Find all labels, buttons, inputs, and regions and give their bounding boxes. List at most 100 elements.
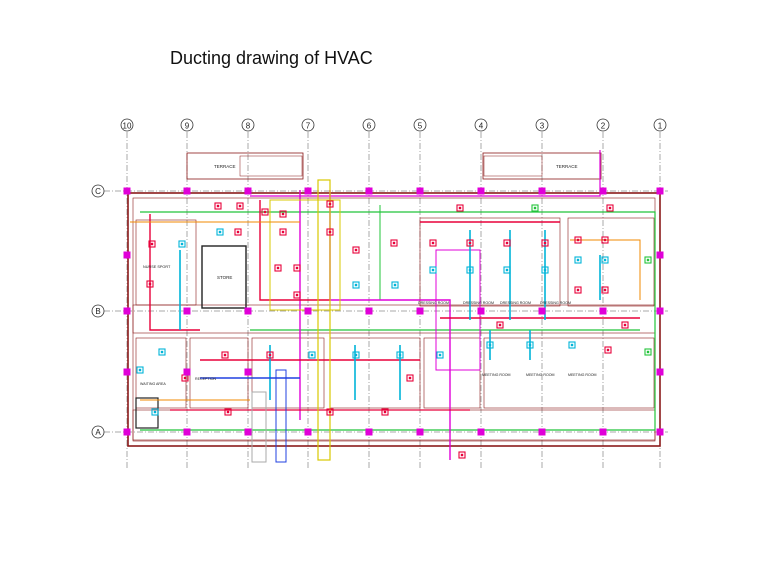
diffuser-grille [308,351,316,359]
diffuser-grille [326,200,334,208]
diffuser-core [328,410,332,414]
grid-column-label: 9 [185,122,190,131]
floor-plan [127,152,661,447]
diffuser-core [238,204,242,208]
column-marker [477,428,485,436]
diffuser-core [328,230,332,234]
diffuser-grille [279,228,287,236]
meeting-room-label-1: MEETING ROOM [482,373,511,377]
column-marker [656,187,664,195]
diffuser-core [460,453,464,457]
column-marker [477,307,485,315]
duct-green-branch-2 [379,205,420,301]
column-marker [244,428,252,436]
terrace-left-box [186,152,304,180]
south-room-2 [189,337,249,409]
diffuser-grille [436,351,444,359]
grid-column-label: 4 [479,122,484,131]
waiting-label: WAITING AREA [140,382,166,386]
column-marker [123,187,131,195]
diffuser-core [505,268,509,272]
diffuser-core [431,268,435,272]
central-corridor [132,304,656,334]
column-marker [123,251,131,259]
column-marker [183,187,191,195]
duct-magenta-2 [329,190,451,460]
diffuser-grille [541,239,549,247]
diffuser-core [393,283,397,287]
column-marker [656,251,664,259]
diffuser-grille [326,408,334,416]
grid-bubble-column [362,118,376,132]
duct-red-2 [259,200,330,301]
grid-bubble-column [596,118,610,132]
diffuser-core [281,212,285,216]
diffuser-grille [224,408,232,416]
left-room [135,219,197,306]
grid-bubble-column [413,118,427,132]
terrace-right-box [482,152,602,180]
diffuser-core [498,323,502,327]
diffuser-core [505,241,509,245]
dressing-room-label-2: DRESSING ROOM [463,301,494,305]
south-room-4 [329,337,421,409]
meeting-room-label-2: MEETING ROOM [526,373,555,377]
diffuser-grille [503,266,511,274]
diffuser-grille [261,208,269,216]
grid-bubble-column [301,118,315,132]
grid-row-label: B [95,307,100,316]
duct-red-1 [149,214,200,331]
dressing-block [419,217,561,307]
terrace-right-stair [483,155,543,177]
diffuser-core [543,241,547,245]
diffuser-core [576,258,580,262]
column-marker [365,307,373,315]
diffuser-core [468,268,472,272]
grid-bubble-row [91,184,105,198]
column-marker [599,187,607,195]
diffuser-core [263,210,267,214]
terrace-left-stair [239,155,303,177]
diffuser-core [180,242,184,246]
diffuser-core [295,266,299,270]
diffuser-core [216,204,220,208]
diffuser-core [438,353,442,357]
grid-bubble-column [180,118,194,132]
diffuser-grille [644,348,652,356]
dressing-room-label-4: DRESSING ROOM [540,301,571,305]
grid-bubble-column [241,118,255,132]
diffuser-core [623,323,627,327]
diffuser-grille [601,256,609,264]
reception-label: RECEPTION [195,377,216,381]
diffuser-core [646,258,650,262]
diffuser-grille [429,239,437,247]
diffusers [136,200,652,459]
diffuser-grille [466,266,474,274]
diffuser-core [458,206,462,210]
diffuser-grille [279,210,287,218]
grid-bubble-row [91,304,105,318]
south-room-6 [483,337,655,409]
diffuser-grille [601,236,609,244]
diffuser-core [295,293,299,297]
diffuser-core [383,410,387,414]
diffuser-grille [601,286,609,294]
column-marker [244,368,252,376]
diffuser-grille [486,341,494,349]
duct-grey-riser [251,391,267,463]
duct-runs [130,150,656,463]
grid-column-label: 7 [306,122,311,131]
diffuser-grille [266,351,274,359]
diffuser-grille [148,240,156,248]
diffuser-grille [158,348,166,356]
diffuser-grille [526,341,534,349]
diffuser-grille [391,281,399,289]
diffuser-grille [221,351,229,359]
grid-bubble-column [653,118,667,132]
grid-row-label: A [95,428,101,437]
grid-column-label: 8 [246,122,251,131]
diffuser-grille [496,321,504,329]
diffuser-grille [136,366,144,374]
diffuser-grille [541,266,549,274]
